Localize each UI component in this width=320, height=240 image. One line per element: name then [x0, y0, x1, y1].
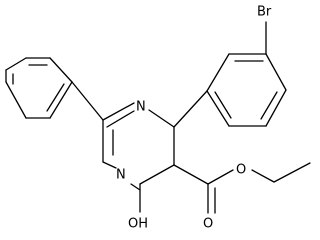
aromatic-bond [214, 91, 232, 119]
bond [49, 81, 73, 119]
bond [173, 90, 208, 128]
double-bond [106, 110, 135, 128]
bond [206, 90, 230, 127]
bond [173, 164, 209, 185]
phenyl-ring [5, 57, 73, 119]
bond [5, 57, 27, 71]
bond [130, 183, 141, 191]
oxygen-label: O [236, 163, 246, 178]
bond [273, 162, 311, 183]
bond [71, 81, 104, 121]
bond [102, 102, 135, 121]
oxygen-label: O [203, 217, 213, 232]
bond [265, 89, 287, 127]
bond [5, 81, 27, 119]
aromatic-bond [46, 83, 65, 112]
bond [148, 109, 175, 128]
bromophenyl-ring [173, 21, 287, 128]
ethyl-ester-group [173, 162, 311, 214]
bond [207, 169, 234, 185]
bond [102, 161, 117, 169]
nitrogen-label: N [136, 100, 146, 115]
hydroxyl-label: OH [128, 217, 148, 232]
aromatic-bond [260, 91, 278, 120]
nitrogen-label: N [116, 168, 126, 183]
bond [49, 57, 73, 83]
bond [251, 169, 275, 183]
bond [206, 53, 230, 92]
bond [265, 53, 287, 91]
bond [139, 164, 175, 185]
dihydropyrimidine-ring [102, 102, 175, 213]
bromine-label: Br [257, 5, 272, 20]
